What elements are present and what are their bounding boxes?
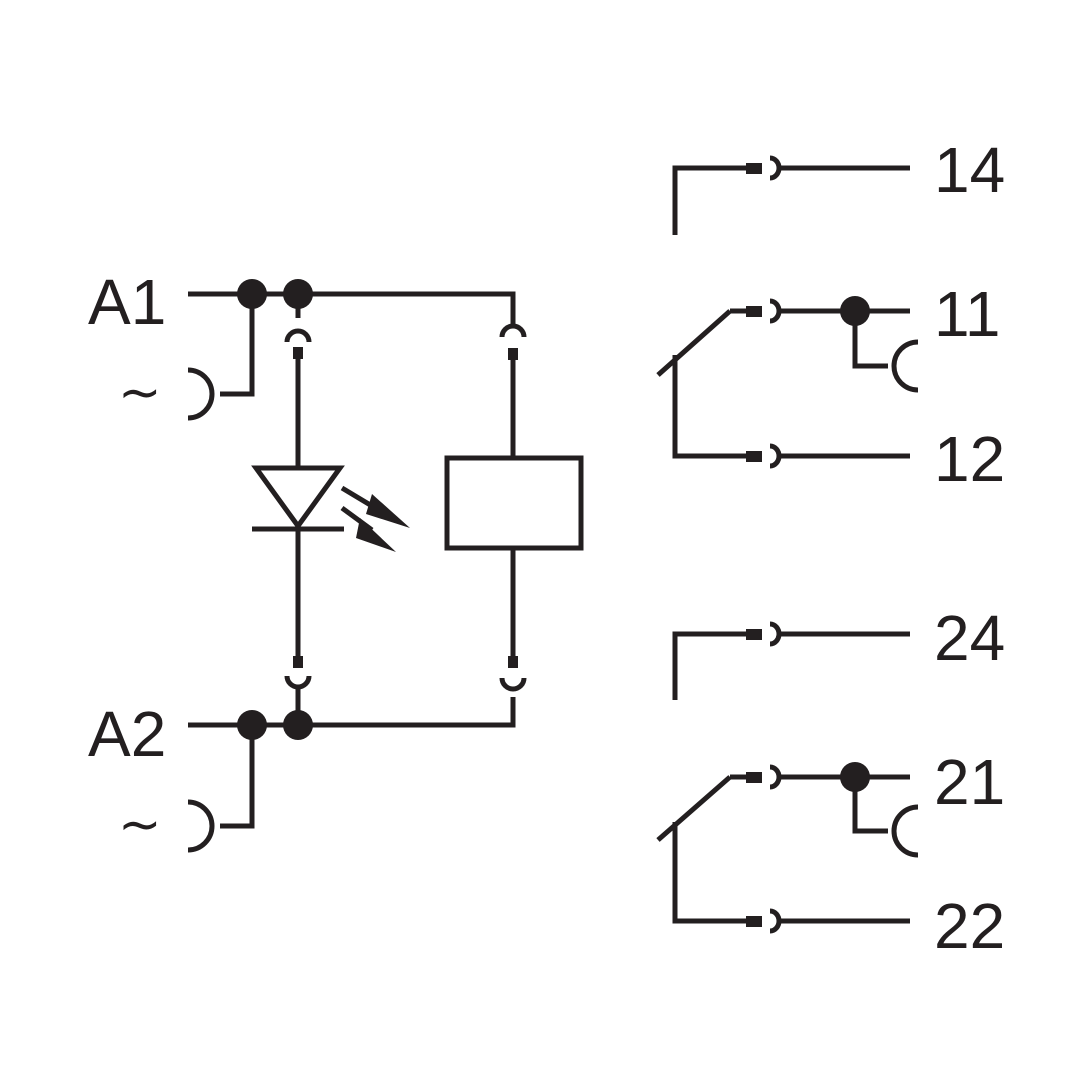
relay-coil: [444, 455, 584, 551]
terminal-14-label: 14: [934, 134, 1005, 206]
coil-branch: [499, 323, 527, 692]
ac-symbol-a2-label: ~: [118, 795, 162, 855]
terminal-21-label: 21: [934, 746, 1005, 818]
contact-14-line: [672, 155, 910, 235]
contact-24-line: [672, 621, 910, 700]
plug-connector-icon: [284, 328, 312, 343]
contact-12-line: [672, 355, 910, 469]
contact-21-socket-icon: [891, 804, 919, 858]
led-diode-icon: [251, 465, 345, 532]
a2-rail: [188, 697, 516, 829]
plug-connector-icon: [769, 443, 782, 469]
a1-rail: [188, 279, 516, 397]
plug-connector-icon: [769, 155, 782, 181]
plug-connector-icon: [284, 675, 312, 690]
a1-ac-terminal-icon: [187, 367, 215, 421]
contact-11-line: [656, 296, 919, 393]
contact-22-line: [672, 822, 910, 934]
plug-connector-icon: [769, 764, 782, 790]
contact-21-line: [656, 762, 919, 858]
plug-connector-icon: [769, 298, 782, 324]
terminal-a2-label: A2: [88, 698, 166, 770]
a2-ac-terminal-icon: [187, 799, 215, 853]
terminal-12-label: 12: [934, 423, 1005, 495]
terminal-22-label: 22: [934, 890, 1005, 962]
terminal-11-label: 11: [934, 278, 1000, 350]
ac-symbol-a1-label: ~: [118, 363, 162, 423]
plug-connector-icon: [499, 677, 527, 692]
plug-connector-icon: [769, 908, 782, 934]
plug-connector-icon: [499, 323, 527, 338]
plug-connector-icon: [769, 621, 782, 647]
led-branch: [284, 294, 312, 725]
terminal-a1-label: A1: [88, 266, 166, 338]
contact-11-socket-icon: [891, 339, 919, 393]
terminal-24-label: 24: [934, 602, 1005, 674]
light-emission-arrows-icon: [340, 485, 410, 552]
